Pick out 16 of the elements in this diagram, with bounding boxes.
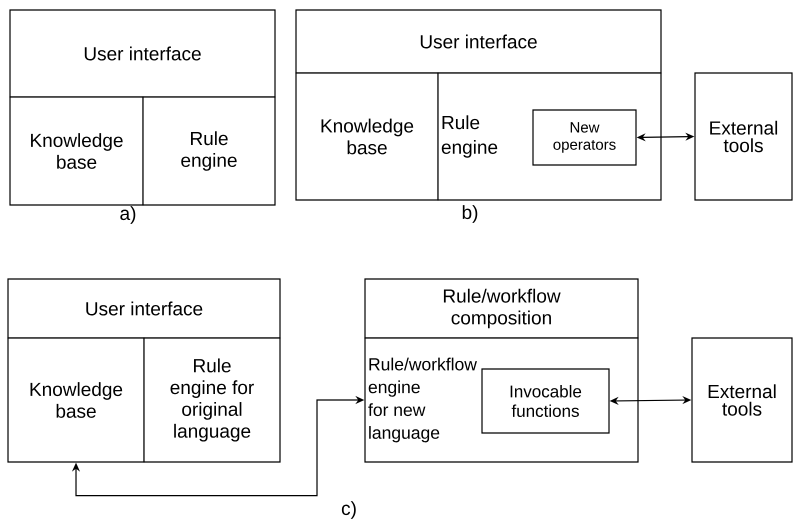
component-box: User interface: [9, 9, 276, 98]
panel-label: a): [120, 206, 136, 224]
panel-label: b): [462, 205, 478, 223]
component-box: External tools: [691, 337, 793, 463]
component-box: Invocable functions: [481, 368, 610, 434]
component-box: Rule engine for original language: [143, 337, 281, 463]
component-box: New operators: [532, 109, 637, 166]
panel-label: c): [342, 501, 356, 519]
component-box: Rule/workflow composition: [364, 278, 639, 339]
component-box: External tools: [694, 72, 793, 201]
component-box: User interface: [295, 9, 662, 74]
component-box: User interface: [7, 278, 281, 339]
component-box: Rule engine: [142, 96, 276, 206]
component-box: Knowledge base: [9, 96, 144, 206]
component-box: Knowledge base: [7, 337, 145, 463]
component-box: Knowledge base: [295, 72, 439, 201]
